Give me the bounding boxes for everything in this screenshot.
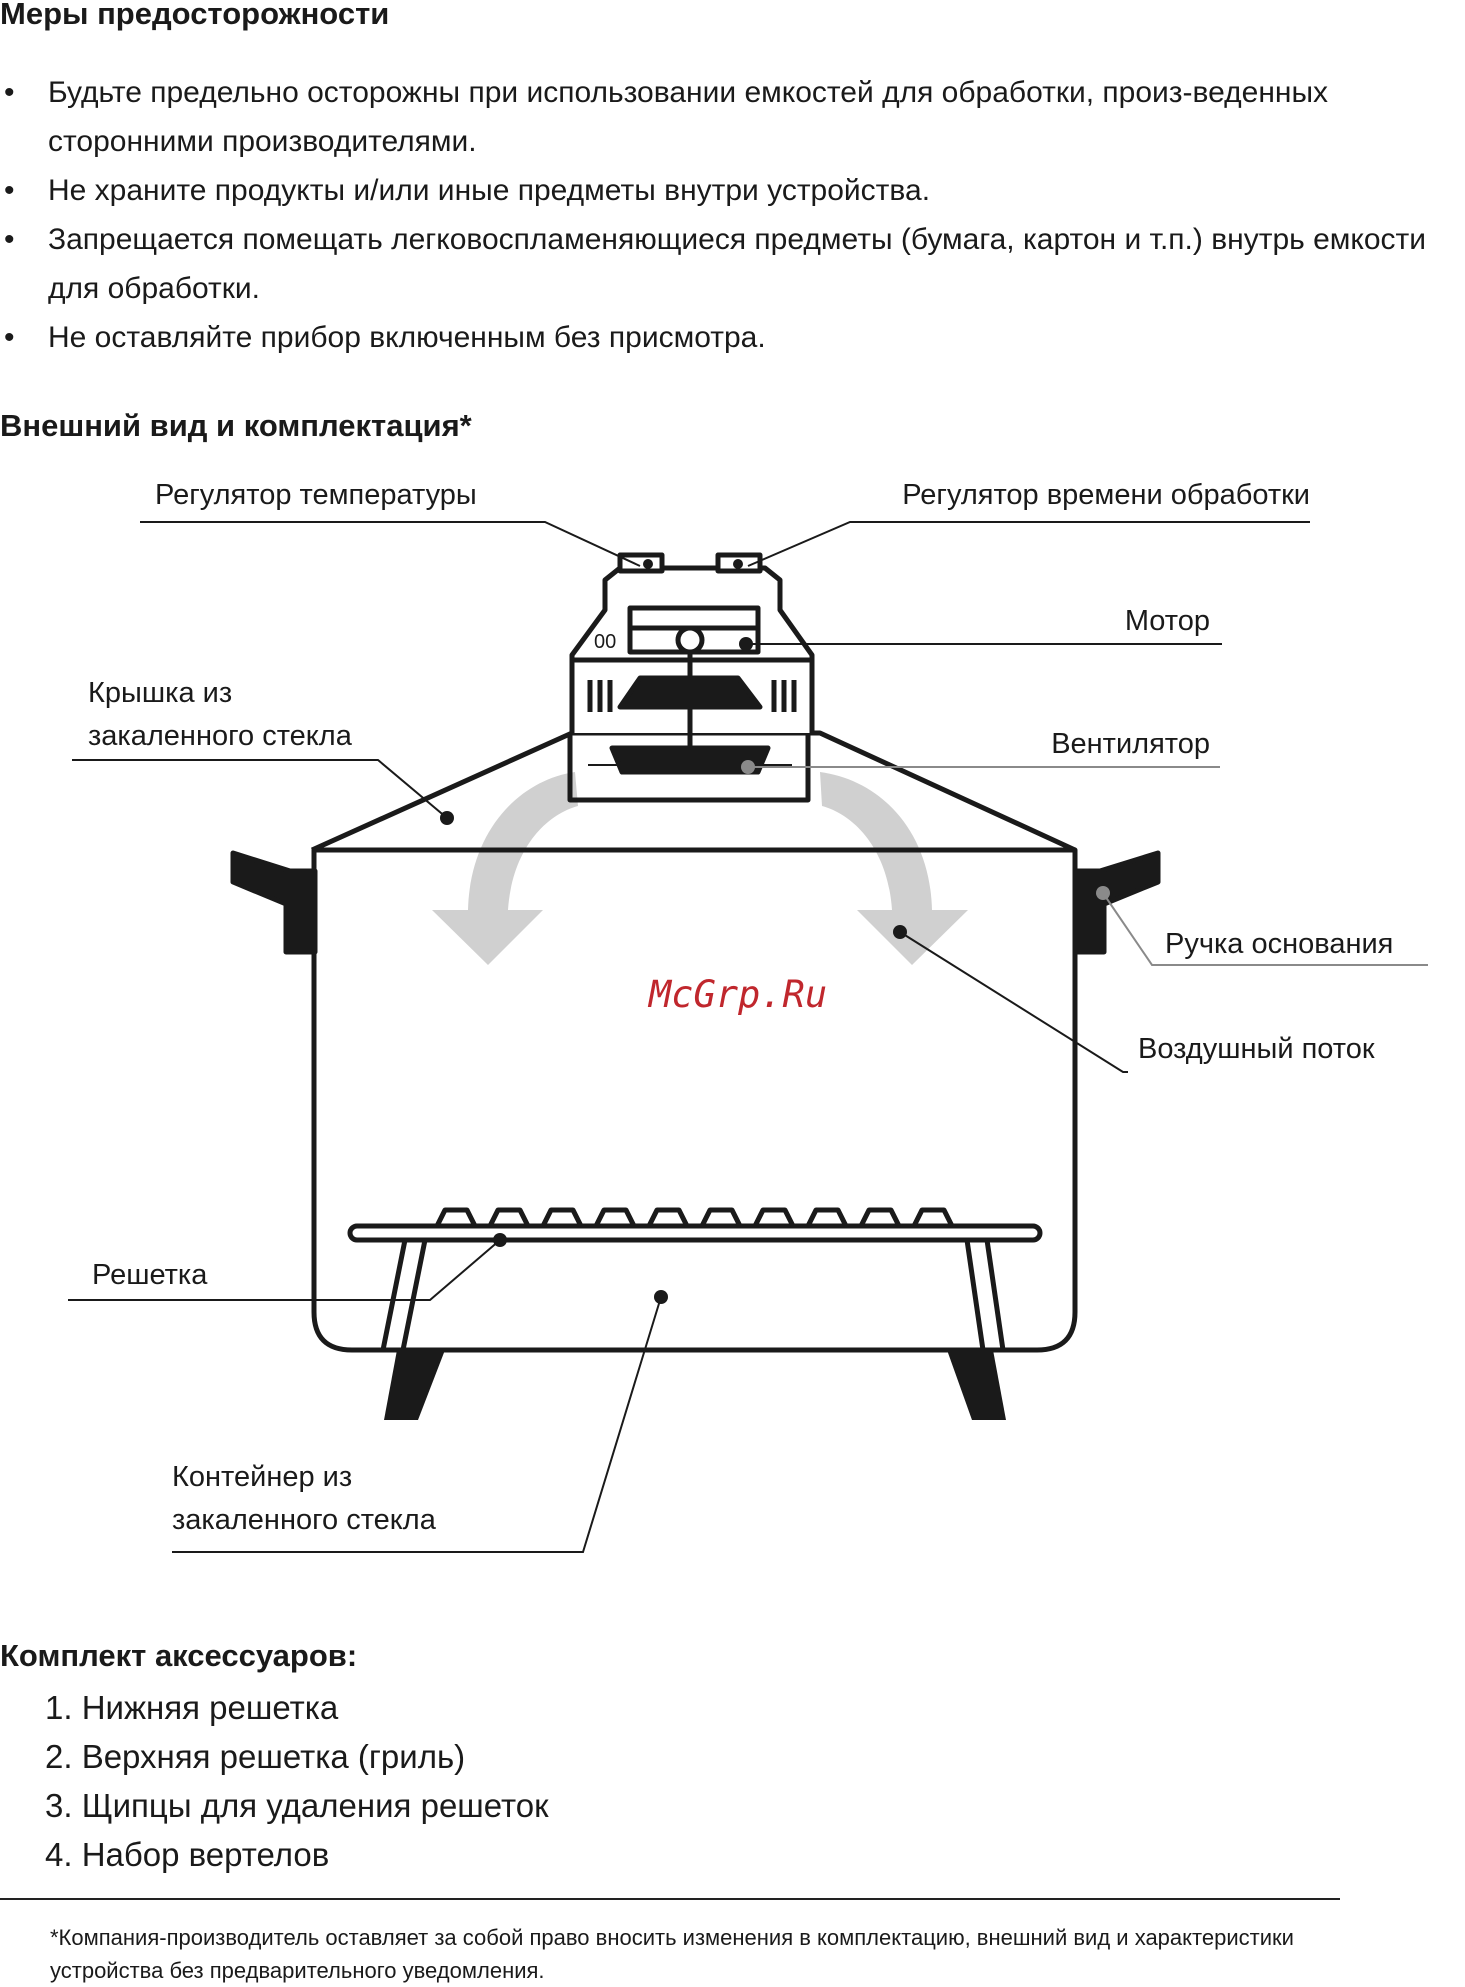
- label-lid-line1: Крышка из: [88, 677, 232, 709]
- precautions-title: Меры предосторожности: [0, 0, 390, 31]
- precautions-list: Будьте предельно осторожны при использов…: [0, 68, 1465, 362]
- device-body: [230, 552, 1161, 1420]
- watermark: McGrp.Ru: [647, 973, 827, 1016]
- temp-knob-dot: [643, 559, 653, 569]
- leader-temp: [140, 521, 641, 567]
- accessories-list: 1. Нижняя решетка 2. Верхняя решетка (гр…: [45, 1683, 549, 1879]
- left-handle: [230, 850, 318, 955]
- leader-airflow: [899, 931, 1128, 1073]
- leader-container: [172, 1296, 662, 1553]
- grill-ribs: [434, 1207, 955, 1228]
- accessory-item: 1. Нижняя решетка: [45, 1689, 339, 1726]
- leader-dots: [440, 637, 907, 1304]
- right-foot: [947, 1350, 1006, 1420]
- footnote-divider: [0, 1898, 1340, 1900]
- leader-grill: [68, 1239, 501, 1301]
- label-airflow: Воздушный поток: [1138, 1033, 1375, 1065]
- label-fan: Вентилятор: [1051, 728, 1210, 760]
- label-container-line2: закаленного стекла: [172, 1504, 437, 1536]
- leader-lid: [72, 759, 448, 819]
- precaution-item: Будьте предельно осторожны при использов…: [0, 68, 1448, 166]
- lid-dot: [440, 811, 454, 825]
- leader-time: [747, 521, 1310, 567]
- label-motor: Мотор: [1125, 605, 1210, 637]
- leader-lines: [68, 521, 1310, 1553]
- glass-container: [311, 847, 1078, 1353]
- upper-blade: [617, 675, 763, 710]
- panel-display: 00: [594, 631, 616, 653]
- right-handle: [1072, 850, 1161, 955]
- label-temp-regulator: Регулятор температуры: [155, 479, 477, 511]
- handle-dot: [1096, 886, 1110, 900]
- container-dot: [654, 1290, 668, 1304]
- airflow-arrow-left: [432, 772, 578, 965]
- left-foot: [384, 1350, 445, 1420]
- precaution-item: Не храните продукты и/или иные предметы …: [0, 166, 1465, 215]
- footnote: *Компания-производитель оставляет за соб…: [50, 1925, 1294, 1983]
- precaution-item: Запрещается помещать легковоспламеняющие…: [0, 215, 1448, 313]
- label-time-regulator: Регулятор времени обработки: [902, 479, 1310, 511]
- grill-rack: [347, 1223, 1043, 1243]
- label-container-line1: Контейнер из: [172, 1461, 352, 1493]
- label-grill: Решетка: [92, 1259, 208, 1291]
- accessories-title: Комплект аксессуаров:: [0, 1638, 358, 1673]
- label-lid-line2: закаленного стекла: [88, 720, 353, 752]
- accessory-item: 4. Набор вертелов: [45, 1836, 330, 1873]
- motor-axle: [675, 625, 705, 655]
- leader-handle: [1102, 892, 1428, 966]
- airflow-arrows: [432, 772, 968, 965]
- temp-knob: [617, 552, 665, 574]
- accessory-item: 3. Щипцы для удаления решеток: [45, 1787, 549, 1824]
- grill-legs: [380, 1239, 1006, 1351]
- accessory-item: 2. Верхняя решетка (гриль): [45, 1738, 466, 1775]
- label-handle: Ручка основания: [1165, 928, 1393, 960]
- fan-dot: [741, 760, 755, 774]
- grill-dot: [493, 1233, 507, 1247]
- motor-dot: [739, 637, 753, 651]
- precaution-item: Не оставляйте прибор включенным без прис…: [0, 313, 1465, 362]
- time-knob-dot: [733, 559, 743, 569]
- vents: [587, 680, 797, 712]
- appearance-title: Внешний вид и комплектация*: [0, 408, 472, 443]
- airflow-arrow-right: [820, 772, 968, 965]
- airflow-dot: [893, 925, 907, 939]
